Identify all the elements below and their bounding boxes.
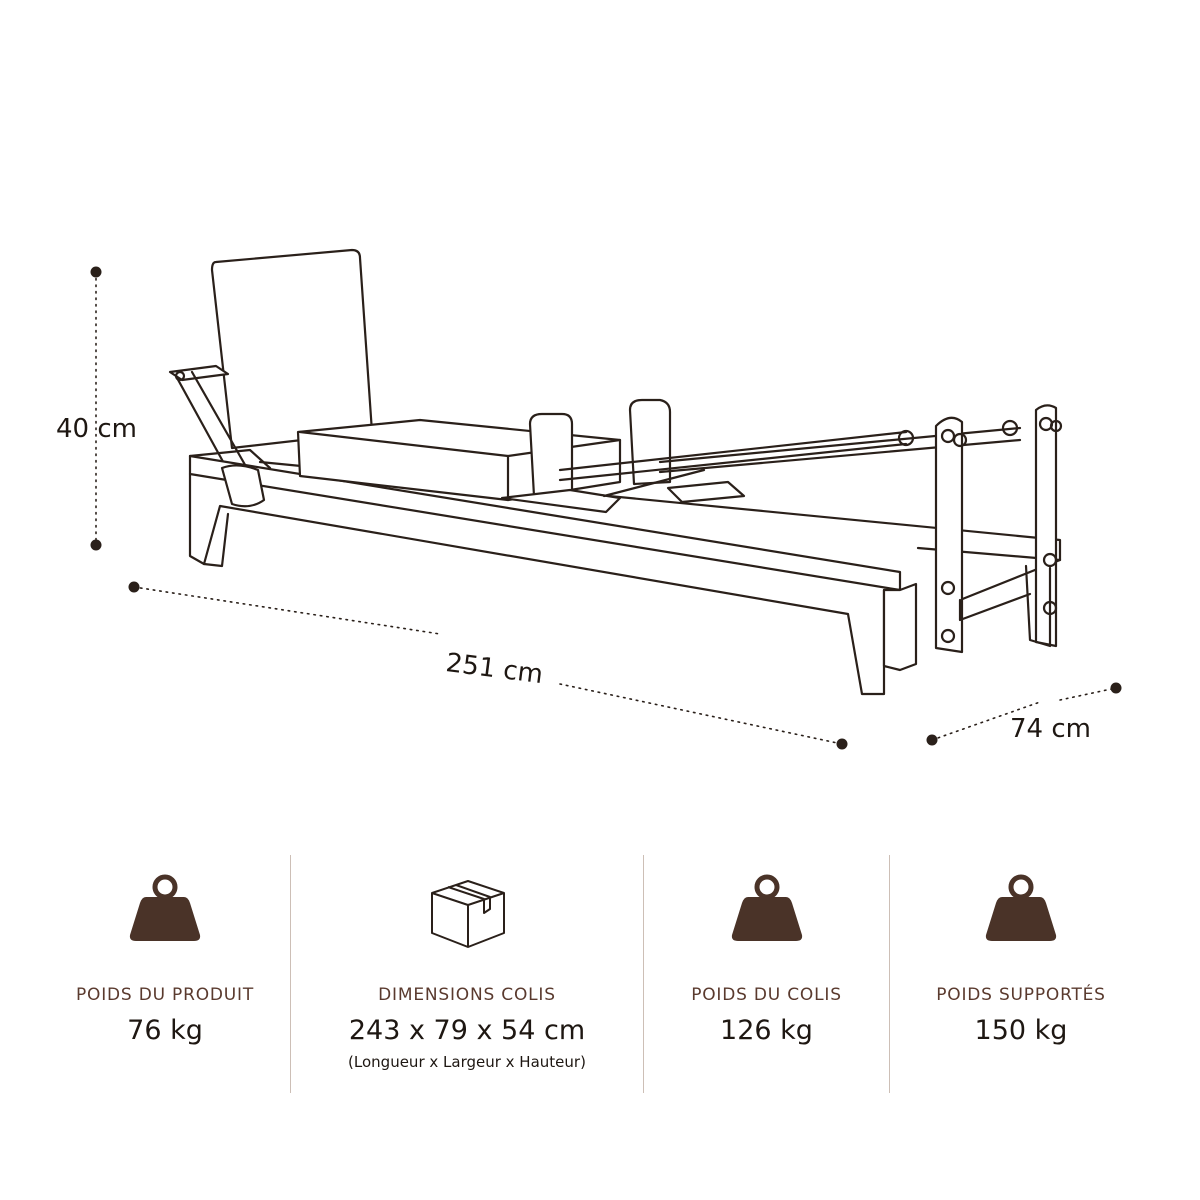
stat-value: 243 x 79 x 54 cm xyxy=(348,1015,586,1046)
package-weight-stat: POIDS DU COLIS 126 kg xyxy=(644,855,889,1095)
stat-title: POIDS DU PRODUIT xyxy=(75,985,255,1005)
divider xyxy=(889,855,890,1093)
divider xyxy=(290,855,291,1093)
stat-value: 150 kg xyxy=(974,1015,1068,1046)
stat-value: 126 kg xyxy=(720,1015,813,1046)
package-dimensions-stat: DIMENSIONS COLIS 243 x 79 x 54 cm (Longu… xyxy=(291,855,643,1095)
stat-note: (Longueur x Largeur x Hauteur) xyxy=(348,1053,586,1071)
divider xyxy=(643,855,644,1093)
width-dimension-line xyxy=(926,682,1122,746)
stat-title: POIDS DU COLIS xyxy=(691,985,842,1005)
dimension-diagram: 40 cm 251 cm 74 cm xyxy=(56,248,1122,750)
length-dimension-line xyxy=(128,581,848,750)
stat-title: POIDS SUPPORTÉS xyxy=(936,985,1106,1005)
width-label: 74 cm xyxy=(1010,714,1091,744)
supported-weight-stat: POIDS SUPPORTÉS 150 kg xyxy=(890,855,1152,1095)
weight-icon xyxy=(731,874,802,941)
height-label: 40 cm xyxy=(56,414,137,444)
reformer-illustration xyxy=(90,248,1122,750)
stat-title: DIMENSIONS COLIS xyxy=(378,985,556,1005)
stat-value: 76 kg xyxy=(127,1015,203,1046)
box-icon xyxy=(431,880,505,948)
weight-icon xyxy=(129,874,201,941)
height-dimension-line xyxy=(90,266,102,551)
weight-icon xyxy=(985,874,1057,941)
product-weight-stat: POIDS DU PRODUIT 76 kg xyxy=(40,855,290,1095)
specs-row: POIDS DU PRODUIT 76 kg DIMENSIONS COLIS … xyxy=(0,855,1200,1095)
